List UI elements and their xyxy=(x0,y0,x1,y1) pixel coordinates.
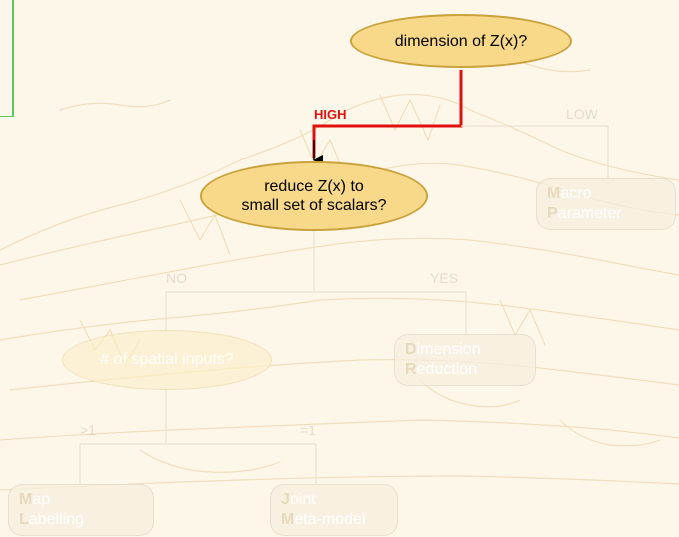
node-joint-metamodel-line2: Meta-model xyxy=(281,511,366,528)
node-map-labelling[interactable]: Map Labelling xyxy=(8,484,154,536)
node-dimension-reduction-line1: Dimension xyxy=(405,341,481,358)
node-macro-parameter[interactable]: Macro Parameter xyxy=(536,178,676,230)
node-joint-metamodel[interactable]: Joint Meta-model xyxy=(270,484,398,536)
edge-low xyxy=(461,125,609,178)
node-reduce-question-line1: reduce Z(x) to xyxy=(264,178,364,195)
node-dimension-question[interactable]: dimension of Z(x)? xyxy=(350,14,572,68)
node-spatial-inputs-text: # of spatial inputs? xyxy=(100,351,234,368)
left-accent-bar xyxy=(0,0,14,117)
node-dimension-question-text: dimension of Z(x)? xyxy=(394,32,528,50)
edge-no-yes xyxy=(165,228,467,334)
edge-label-high: HIGH xyxy=(314,107,347,122)
node-joint-metamodel-line1: Joint xyxy=(281,491,316,508)
node-macro-parameter-line2: Parameter xyxy=(547,205,622,222)
edge-label-yes: YES xyxy=(430,270,459,286)
node-dimension-reduction[interactable]: Dimension Reduction xyxy=(394,334,536,386)
edge-gt1-eq1 xyxy=(79,388,317,484)
node-map-labelling-line2: Labelling xyxy=(19,511,84,528)
edge-label-gt1: >1 xyxy=(80,422,96,438)
node-reduce-question[interactable]: reduce Z(x) to small set of scalars? xyxy=(200,161,428,231)
node-dimension-reduction-line2: Reduction xyxy=(405,361,478,378)
node-spatial-inputs-question[interactable]: # of spatial inputs? xyxy=(62,330,272,390)
edge-label-no: NO xyxy=(166,270,187,286)
edge-label-low: LOW xyxy=(566,106,598,122)
node-reduce-question-line2: small set of scalars? xyxy=(241,197,387,214)
edge-label-eq1: =1 xyxy=(300,422,316,438)
node-map-labelling-line1: Map xyxy=(19,491,51,508)
node-macro-parameter-line1: Macro xyxy=(547,185,592,202)
